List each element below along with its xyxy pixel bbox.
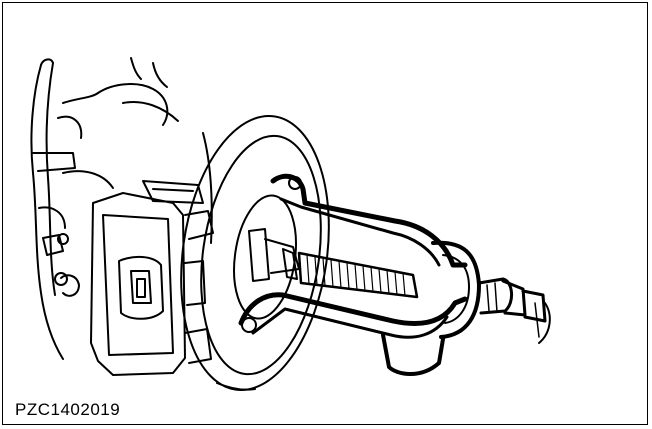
hub-puller: [238, 173, 481, 376]
brake-caliper: [54, 180, 214, 376]
figure-code: PZC1402019: [15, 400, 121, 419]
hub-puller-illustration: [30, 57, 551, 392]
puller-nut: [477, 277, 551, 344]
steering-knuckle: [30, 57, 179, 360]
figure-frame: PZC1402019: [2, 2, 648, 425]
brake-disc: [180, 114, 330, 392]
puller-screw: [248, 228, 419, 299]
